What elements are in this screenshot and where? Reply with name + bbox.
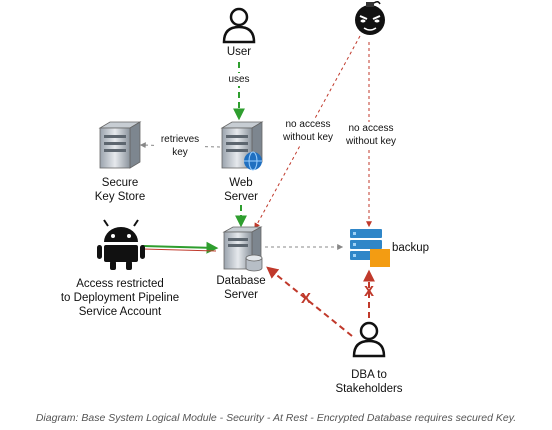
backup-storage-icon: [350, 229, 390, 267]
web-server-label: Web Server: [224, 177, 258, 203]
globe-icon: [244, 151, 262, 171]
diagram-caption: Diagram: Base System Logical Module - Se…: [35, 412, 517, 424]
key-store-server-icon: [98, 121, 142, 169]
dba-label: DBA to Stakeholders: [335, 369, 403, 395]
edge-label-uses: uses: [219, 73, 259, 86]
edge-dba-database: [266, 266, 353, 337]
edge-pipeline-database-red: [142, 248, 217, 252]
edge-webserver-keystore: [139, 142, 221, 149]
edge-label-retrieves-key: retrieves key: [155, 133, 205, 159]
dba-user-icon: [352, 321, 386, 358]
edge-label-no-access-backup: no access without key: [339, 122, 403, 148]
android-robot-icon: [97, 219, 145, 270]
user-label: User: [226, 46, 252, 58]
x-mark-backup: X: [364, 283, 375, 300]
attacker-bomb-icon: [355, 0, 385, 35]
user-icon: [222, 7, 256, 44]
edge-pipeline-database: [142, 241, 219, 254]
backup-label: backup: [392, 242, 430, 254]
edge-label-no-access-db: no access without key: [276, 118, 340, 144]
database-server-label: Database Server: [216, 275, 266, 301]
database-server-icon: [222, 226, 263, 272]
key-store-label: Secure Key Store: [94, 177, 146, 203]
x-mark-database: X: [301, 290, 312, 307]
pipeline-label: Access restricted to Deployment Pipeline…: [60, 278, 180, 318]
